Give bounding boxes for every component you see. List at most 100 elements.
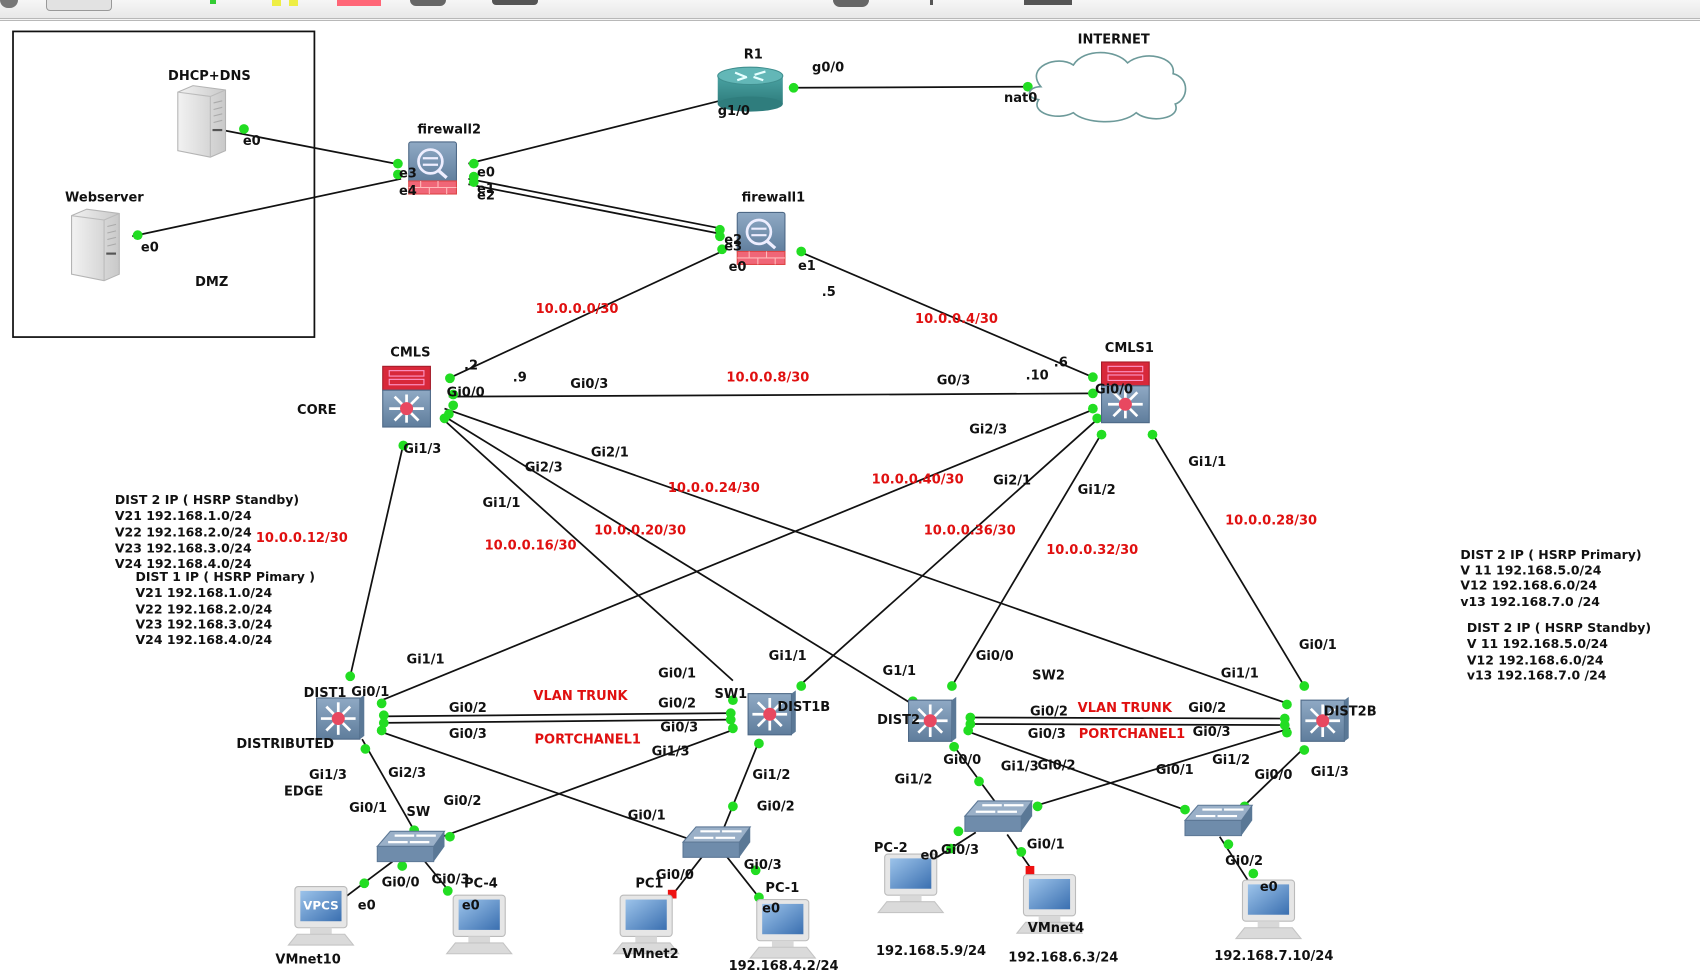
link-web-firewall2[interactable] xyxy=(132,177,402,238)
sw-access-switch-icon[interactable] xyxy=(376,830,446,863)
link-dist1-sw[interactable] xyxy=(361,738,416,833)
host-octet-labels: .2 .9 .5 .6 .10 xyxy=(464,285,1068,386)
link-sw1-vmnet2[interactable] xyxy=(671,855,704,896)
note-line: V 11 192.168.5.0/24 xyxy=(1467,636,1608,651)
note-line: V12 192.168.6.0/24 xyxy=(1460,578,1597,593)
sw1-access-switch-icon[interactable] xyxy=(681,825,752,859)
link-cmls-cmls1[interactable] xyxy=(448,392,1093,398)
stop-icon[interactable] xyxy=(337,0,381,6)
router-r1-icon[interactable] xyxy=(717,66,784,112)
label-firewall2: firewall2 xyxy=(417,122,481,137)
start-icon[interactable] xyxy=(210,0,216,4)
port-label: Gi2/1 xyxy=(993,473,1031,488)
port-label: e2 xyxy=(724,233,742,248)
link-dist2-dist2b-a[interactable] xyxy=(970,716,1285,720)
internet-cloud-icon[interactable] xyxy=(1028,51,1187,123)
port-label: Gi1/3 xyxy=(309,768,347,783)
label-dist2: DIST2 xyxy=(877,713,920,728)
label-sw: SW xyxy=(407,805,431,820)
port-label: Gi0/1 xyxy=(658,666,696,681)
label-webserver: Webserver xyxy=(65,191,144,206)
sw3-access-switch-icon[interactable] xyxy=(963,799,1034,833)
port-label: Gi0/2 xyxy=(757,800,795,815)
link-sw1-pc1[interactable] xyxy=(725,855,760,898)
webserver-icon[interactable] xyxy=(71,208,120,282)
subnet-label: 10.0.0.4/30 xyxy=(915,312,998,327)
link-firewall1-cmls1[interactable] xyxy=(798,250,1094,378)
port-label: Gi0/1 xyxy=(351,685,389,700)
pause-icon[interactable] xyxy=(272,0,298,6)
port-label: Gi1/1 xyxy=(1221,666,1259,681)
port-label: e0 xyxy=(1260,880,1278,895)
cmls-core-switch-icon[interactable] xyxy=(381,364,432,429)
label-pc1-ip: 192.168.4.2/24 xyxy=(729,959,839,970)
circle-button[interactable] xyxy=(0,0,18,8)
record-icon[interactable] xyxy=(410,0,446,6)
camera-icon[interactable] xyxy=(833,0,869,7)
link-firewall2-firewall1-a[interactable] xyxy=(468,177,723,230)
link-dist1-sw1[interactable] xyxy=(377,729,692,841)
port-label: Gi1/2 xyxy=(752,768,790,783)
link-sw-pc4[interactable] xyxy=(424,861,450,892)
note-line: V22 192.168.2.0/24 xyxy=(115,524,252,539)
port-label: Gi0/3 xyxy=(744,858,782,873)
port-label: e0 xyxy=(762,902,780,917)
link-dist2-dist2b-b[interactable] xyxy=(970,723,1285,726)
label-vmnet10: VMnet10 xyxy=(275,952,340,967)
port-label: Gi0/0 xyxy=(1254,768,1292,783)
link-cmls-dist2[interactable] xyxy=(441,414,914,706)
console-icon[interactable] xyxy=(492,0,538,5)
subnet-label: 10.0.0.0/30 xyxy=(536,302,619,317)
dist1-switch-icon[interactable] xyxy=(315,693,366,741)
screenshot-icon[interactable] xyxy=(1024,0,1072,5)
port-label: Gi0/2 xyxy=(1225,854,1263,869)
link-cmls1-dist1[interactable] xyxy=(379,408,1094,703)
octet-label: .10 xyxy=(1026,368,1049,383)
subnet-label: 10.0.0.36/30 xyxy=(924,523,1016,538)
vpcs-badge: VPCS xyxy=(303,898,338,912)
label-pc4: PC-4 xyxy=(464,877,498,892)
link-dist1b-sw1[interactable] xyxy=(723,740,760,828)
port-label: e0 xyxy=(462,898,480,913)
sw4-access-switch-icon[interactable] xyxy=(1183,804,1254,837)
link-cmls1-dist1b[interactable] xyxy=(798,418,1098,687)
note-title: DIST 1 IP ( HSRP Pimary ) xyxy=(136,569,315,584)
label-pc-1: PC-1 xyxy=(765,881,799,896)
subnet-label: 10.0.0.40/30 xyxy=(872,472,964,487)
link-dist2-sw4[interactable] xyxy=(964,729,1188,812)
toolbar xyxy=(0,0,1700,21)
link-cmls1-dist2b[interactable] xyxy=(1151,433,1306,687)
port-label: e1 xyxy=(798,259,816,274)
link-dist1-dist1b-b[interactable] xyxy=(379,718,733,724)
link-firewall1-cmls[interactable] xyxy=(446,248,727,381)
dhcp-dns-server-icon[interactable] xyxy=(177,85,227,158)
port-label: Gi0/0 xyxy=(943,753,981,768)
link-dist1b-sw[interactable] xyxy=(442,727,738,838)
link-cmls1-dist2[interactable] xyxy=(951,433,1103,687)
link-cmls-dist2b[interactable] xyxy=(444,407,1291,706)
port-label: Gi1/3 xyxy=(1311,765,1349,780)
subnet-label: 10.0.0.24/30 xyxy=(668,481,760,496)
zoom-icon[interactable] xyxy=(930,0,933,5)
port-label: Gi1/1 xyxy=(482,496,520,511)
link-sw-vpcs[interactable] xyxy=(344,860,393,899)
link-firewall2-firewall1-b[interactable] xyxy=(468,183,723,235)
link-dist2b-sw4[interactable] xyxy=(1244,747,1305,806)
link-cmls-dist1[interactable] xyxy=(349,444,405,677)
pc1-icon[interactable] xyxy=(749,899,816,959)
port-label: Gi2/3 xyxy=(525,460,563,475)
link-r1-internet[interactable] xyxy=(791,85,1028,89)
link-dist1-dist1b-a[interactable] xyxy=(379,712,733,718)
vmnet2-pc-icon[interactable] xyxy=(613,894,680,955)
link-dhcp-firewall2[interactable] xyxy=(216,128,402,166)
label-sw2: SW2 xyxy=(1032,669,1065,684)
port-label: Gi1/2 xyxy=(894,773,932,788)
link-dist2-sw3[interactable] xyxy=(951,742,996,803)
vpcs-pc-icon[interactable]: VPCS xyxy=(287,886,354,946)
link-dist2b-sw3[interactable] xyxy=(1040,727,1291,806)
link-cmls-dist1b[interactable] xyxy=(443,419,734,682)
link-firewall2-r1[interactable] xyxy=(468,98,725,165)
select-tool[interactable] xyxy=(46,0,112,11)
firewall1-icon[interactable] xyxy=(735,210,787,267)
